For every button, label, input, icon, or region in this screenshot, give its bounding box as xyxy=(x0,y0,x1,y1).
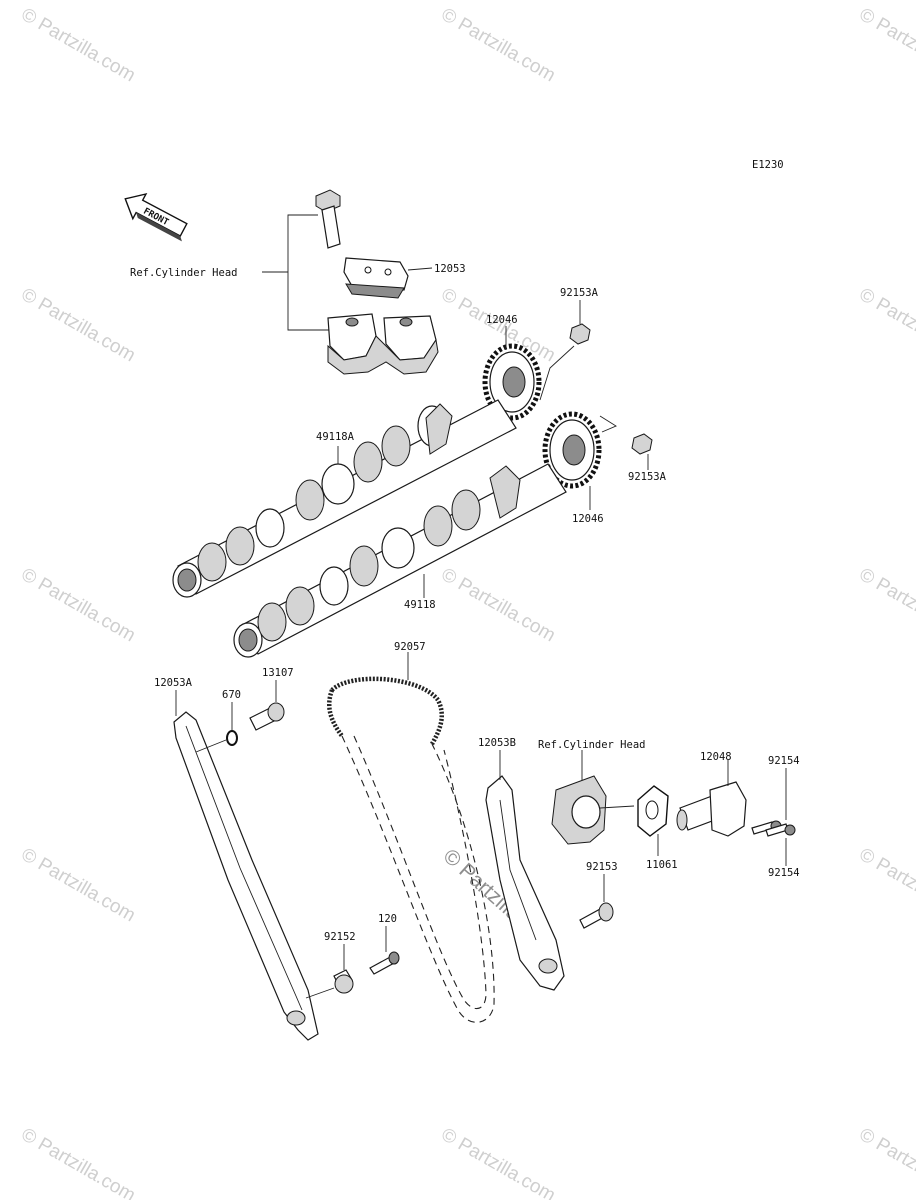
bolt-120: 120 xyxy=(369,913,400,975)
part-label: 12046 xyxy=(572,513,604,525)
part-label: 92152 xyxy=(324,931,356,943)
gasket-11061: 11061 xyxy=(637,785,678,871)
watermarks: © Partzilla.com © Partzilla.com © Partzi… xyxy=(18,4,916,1200)
diagram-code: E1230 xyxy=(752,159,784,171)
cam-chain-92057: 92057 xyxy=(327,641,495,1023)
part-label: 49118A xyxy=(316,431,355,443)
watermark: © Partzilla.com xyxy=(856,564,916,646)
part-label: 92057 xyxy=(394,641,426,653)
cam-caps xyxy=(327,313,439,375)
watermark: © Partzilla.com xyxy=(18,4,139,86)
guide-12053A: 12053A xyxy=(154,677,319,1041)
part-label: 92153A xyxy=(628,471,667,483)
tensioner-mount-ref: Ref.Cylinder Head xyxy=(538,739,645,845)
bolt-92153: 92153 xyxy=(579,861,618,929)
bolt-top xyxy=(315,189,341,249)
watermark: © Partzilla.com xyxy=(856,844,916,926)
part-label: 92153 xyxy=(586,861,618,873)
part-label: 670 xyxy=(222,689,241,701)
ref-bracket-top: Ref.Cylinder Head xyxy=(130,214,330,331)
guide-12053B: 12053B xyxy=(478,737,565,991)
watermark: © Partzilla.com xyxy=(18,844,139,926)
part-label: 12053A xyxy=(154,677,193,689)
bolt-92153A-upper: 92153A xyxy=(560,287,599,345)
camshaft-49118: 49118 xyxy=(233,463,567,658)
part-label: 12053B xyxy=(478,737,516,749)
part-label: 49118 xyxy=(404,599,436,611)
watermark: © Partzilla.com xyxy=(18,284,139,366)
part-label: 12048 xyxy=(700,751,732,763)
part-label: 12053 xyxy=(434,263,466,275)
part-label: 92153A xyxy=(560,287,599,299)
collar-92152: 92152 xyxy=(305,931,356,999)
watermark: © Partzilla.com xyxy=(856,4,916,86)
ref-label-bottom: Ref.Cylinder Head xyxy=(538,739,645,751)
part-label: 12046 xyxy=(486,314,518,326)
watermark: © Partzilla.com xyxy=(856,284,916,366)
part-label: 13107 xyxy=(262,667,294,679)
guide-12053: 12053 xyxy=(343,257,466,299)
watermark: © Partzilla.com xyxy=(18,564,139,646)
watermark: © Partzilla.com xyxy=(18,1124,139,1200)
pin-13107: 13107 xyxy=(249,667,294,731)
oring-670: 670 xyxy=(195,689,241,753)
watermark: © Partzilla.com xyxy=(438,4,559,86)
part-label: 92154 xyxy=(768,755,800,767)
watermark: © Partzilla.com xyxy=(438,564,559,646)
bolt-92154-upper: 92154 xyxy=(751,755,800,835)
bolt-92154-lower: 92154 xyxy=(765,823,800,879)
camshaft-49118A: 49118A xyxy=(172,399,517,598)
sprocket-12046-lower: 12046 xyxy=(542,411,617,525)
front-arrow-icon: FRONT xyxy=(124,192,188,242)
tensioner-12048: 12048 xyxy=(676,751,747,837)
part-label: 120 xyxy=(378,913,397,925)
part-label: 92154 xyxy=(768,867,800,879)
bolt-92153A-lower: 92153A xyxy=(628,433,667,483)
watermark: © Partzilla.com xyxy=(856,1124,916,1200)
ref-label-top: Ref.Cylinder Head xyxy=(130,267,237,279)
watermark: © Partzilla.com xyxy=(438,1124,559,1200)
part-label: 11061 xyxy=(646,859,678,871)
